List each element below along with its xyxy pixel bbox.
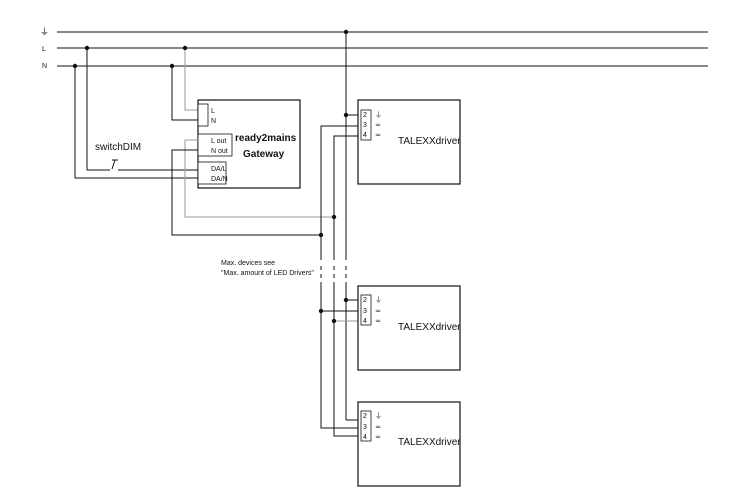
driver-terminal-block-1	[360, 109, 372, 141]
driver-3-terminal-4: 4	[363, 434, 367, 441]
max-devices-note-line1: Max. devices see	[221, 260, 275, 267]
driver-1-earth-icon: ⏚	[375, 111, 382, 119]
gateway-terminal-n-out: N out	[211, 148, 228, 155]
driver-3-terminal-2: 2	[363, 413, 367, 420]
dali-b-bus-bottom	[333, 282, 358, 437]
gateway-lout-wire	[184, 139, 334, 218]
gateway-title-line2: Gateway	[243, 149, 285, 160]
driver-box-1	[357, 99, 461, 185]
driver-3-terminal-3: 3	[363, 424, 367, 431]
gateway-terminal-da-n: DA/N	[211, 176, 228, 183]
dali-a-bus-bottom	[320, 282, 358, 429]
driver-2-earth-icon: ⏚	[375, 296, 382, 304]
driver-2-terminal-4: 4	[363, 318, 367, 325]
gateway-terminal-l: L	[211, 108, 215, 115]
switchdim-label: switchDIM	[95, 142, 141, 153]
bus-continuation-marks	[320, 266, 347, 278]
switch-line-wire	[86, 48, 110, 171]
driver-2-dali-icon-2: ≂	[375, 318, 381, 325]
line-rail-label: L	[42, 46, 46, 53]
driver-1-dali-icon-2: ≂	[375, 132, 381, 139]
gateway-mains-terminal	[197, 103, 209, 127]
gateway-dali-terminal	[197, 161, 227, 185]
driver-1-dali-icon: ≂	[375, 122, 381, 129]
max-devices-note-line2: "Max. amount of LED Drivers"	[221, 270, 314, 277]
switch-icon	[111, 159, 118, 170]
gateway-terminal-n: N	[211, 118, 216, 125]
driver-1-terminal-3: 3	[363, 122, 367, 129]
switch-neutral-wire	[74, 66, 198, 179]
junction-dots	[72, 29, 349, 324]
driver-2-label: TALEXXdriver	[398, 322, 461, 333]
driver-1-label: TALEXXdriver	[398, 136, 461, 147]
driver-box-3	[357, 401, 461, 487]
gateway-title-line1: ready2mains	[235, 133, 297, 144]
gateway-output-terminal	[197, 133, 233, 157]
driver-2-terminal-2: 2	[363, 297, 367, 304]
driver-3-label: TALEXXdriver	[398, 437, 461, 448]
driver-3-dali-icon-2: ≂	[375, 434, 381, 441]
earth-rail-symbol: ⏚	[40, 27, 49, 37]
driver-3-earth-icon: ⏚	[375, 412, 382, 420]
driver-1-terminal-4: 4	[363, 132, 367, 139]
driver-box-2	[357, 285, 461, 371]
gateway-l-wire	[184, 48, 198, 111]
gateway-terminal-l-out: L out	[211, 138, 226, 145]
gateway-n-wire	[171, 66, 198, 121]
driver-terminal-block-2	[360, 294, 372, 326]
driver-2-dali-icon: ≂	[375, 308, 381, 315]
driver-2-terminal-3: 3	[363, 308, 367, 315]
neutral-rail-label: N	[42, 63, 47, 70]
gateway-terminal-da-l: DA/L	[211, 166, 227, 173]
driver-1-terminal-2: 2	[363, 112, 367, 119]
gateway-nout-wire	[171, 149, 321, 236]
dali-a-bus-top	[320, 125, 358, 260]
driver-terminal-block-3	[360, 410, 372, 442]
driver-3-dali-icon: ≂	[375, 424, 381, 431]
